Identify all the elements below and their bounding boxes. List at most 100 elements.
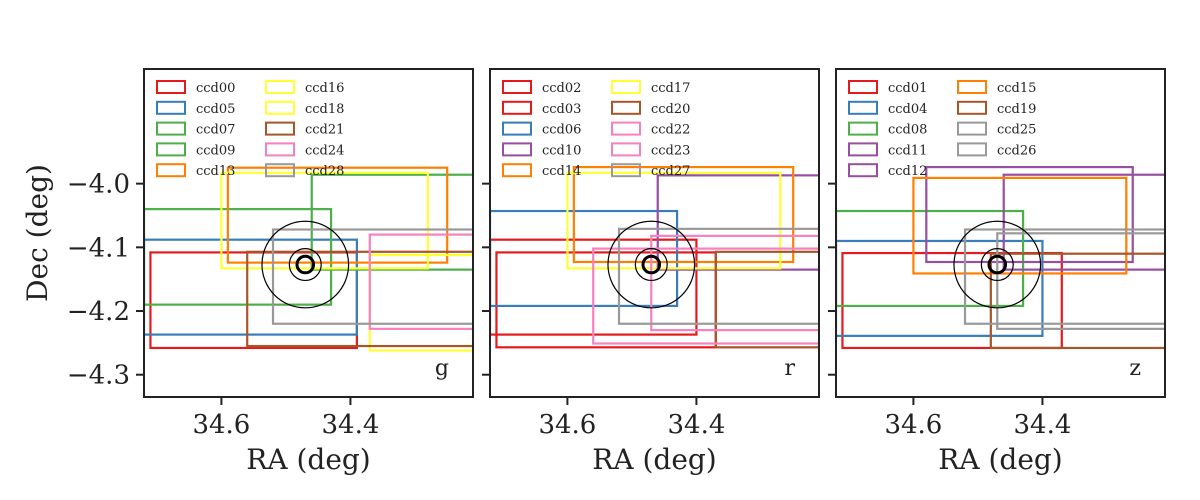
legend-item-ccd06: ccd06	[502, 121, 581, 138]
legend-swatch	[611, 142, 641, 157]
legend-item-ccd15: ccd15	[957, 80, 1036, 96]
legend-item-ccd25: ccd25	[957, 121, 1036, 138]
legend-label: ccd11	[888, 143, 927, 158]
legend-label: ccd16	[305, 81, 344, 96]
legend-swatch	[265, 121, 295, 136]
legend-item-ccd23: ccd23	[611, 142, 690, 158]
legend-label: ccd15	[997, 81, 1036, 96]
legend-swatch	[848, 80, 878, 94]
legend-item-ccd09: ccd09	[156, 142, 235, 158]
legend-label: ccd13	[196, 164, 235, 179]
legend-label: ccd05	[196, 102, 235, 117]
ccd-footprint-ccd13	[226, 166, 449, 264]
legend-swatch	[848, 142, 878, 157]
ccd-footprint-ccd25	[963, 228, 1165, 325]
legend-swatch	[848, 121, 878, 136]
legend-swatch	[265, 80, 295, 94]
legend-item-ccd03: ccd03	[502, 100, 581, 117]
legend-swatch	[957, 80, 987, 94]
legend-item-ccd08: ccd08	[848, 121, 927, 138]
legend-swatch	[156, 100, 186, 115]
ccd-footprint-ccd04	[836, 239, 1044, 337]
legend-swatch	[502, 100, 532, 115]
legend-swatch	[611, 80, 641, 94]
legend-label: ccd25	[997, 123, 1036, 138]
legend: ccd02ccd03ccd06ccd10ccd14ccd17ccd20ccd22…	[502, 80, 690, 179]
ccd-footprint-ccd06	[490, 209, 679, 308]
legend-swatch	[265, 100, 295, 115]
ccd-footprint-ccd19	[989, 252, 1165, 350]
target-circle-2	[295, 254, 316, 275]
ccd-footprint-ccd07	[144, 208, 333, 306]
target-circle-0	[607, 220, 696, 309]
legend-label: ccd24	[305, 143, 344, 158]
legend-label: ccd23	[651, 143, 690, 158]
x-axis-label: RA (deg)	[246, 443, 370, 476]
legend-item-ccd14: ccd14	[502, 163, 581, 179]
target-circle-2	[987, 254, 1008, 275]
legend-item-ccd24: ccd24	[265, 142, 344, 158]
x-axis-label: RA (deg)	[592, 443, 716, 476]
plot-area	[836, 165, 1165, 350]
legend-item-ccd01: ccd01	[848, 80, 927, 96]
x-tick-label: 34.6	[884, 410, 942, 440]
plot-area	[144, 166, 473, 352]
legend-item-ccd12: ccd12	[848, 163, 927, 179]
legend-swatch	[156, 163, 186, 178]
x-tick-label: 34.4	[1013, 410, 1071, 440]
ccd-footprint-ccd16	[220, 171, 429, 270]
legend-label: ccd08	[888, 123, 927, 138]
ccd-footprint-ccd08	[836, 209, 1025, 308]
plot-area	[490, 165, 819, 349]
legend-label: ccd26	[997, 143, 1036, 158]
ccd-footprint-ccd28	[271, 228, 473, 325]
ccd-footprint-ccd01	[841, 251, 1063, 350]
legend-swatch	[156, 142, 186, 157]
band-label: r	[784, 356, 795, 381]
legend-item-ccd20: ccd20	[611, 100, 690, 117]
x-axis-label: RA (deg)	[938, 443, 1062, 476]
legend-swatch	[611, 100, 641, 115]
legend-item-ccd07: ccd07	[156, 121, 235, 138]
ccd-footprint-ccd05	[144, 238, 358, 336]
legend-swatch	[957, 121, 987, 136]
x-tick-label: 34.4	[321, 410, 379, 440]
ccd-footprint-ccd20	[714, 250, 819, 349]
y-axis-label: Dec (deg)	[21, 164, 54, 302]
legend-swatch	[611, 121, 641, 136]
axes-frame	[489, 68, 820, 398]
legend-swatch	[848, 100, 878, 115]
target-circle-0	[261, 220, 350, 309]
legend-item-ccd13: ccd13	[156, 163, 235, 179]
legend-item-ccd26: ccd26	[957, 142, 1036, 158]
legend-item-ccd28: ccd28	[265, 163, 344, 179]
legend-swatch	[502, 163, 532, 178]
legend-item-ccd22: ccd22	[611, 121, 690, 138]
legend-label: ccd10	[542, 143, 581, 158]
ccd-footprint-ccd21	[246, 250, 473, 348]
legend-swatch	[848, 163, 878, 178]
ccd-footprint-ccd11	[925, 165, 1134, 264]
target-circle-0	[953, 220, 1042, 309]
ccd-footprint-ccd12	[1002, 173, 1165, 271]
legend-label: ccd02	[542, 81, 581, 96]
legend-label: ccd22	[651, 123, 690, 138]
ccd-footprint-ccd26	[996, 232, 1165, 330]
legend-label: ccd21	[305, 123, 344, 138]
legend-swatch	[502, 142, 532, 157]
ccd-footprint-ccd22	[592, 247, 819, 345]
legend-swatch	[265, 163, 295, 178]
ccd-footprint-ccd24	[368, 233, 473, 330]
legend-item-ccd16: ccd16	[265, 80, 344, 96]
y-tick-label: −4.2	[67, 297, 130, 327]
legend-swatch	[957, 142, 987, 157]
legend-label: ccd09	[196, 143, 235, 158]
ccd-footprint-ccd03	[495, 251, 717, 349]
legend-swatch	[502, 121, 532, 136]
legend-label: ccd19	[997, 102, 1036, 117]
y-tick-label: −4.3	[67, 361, 130, 391]
